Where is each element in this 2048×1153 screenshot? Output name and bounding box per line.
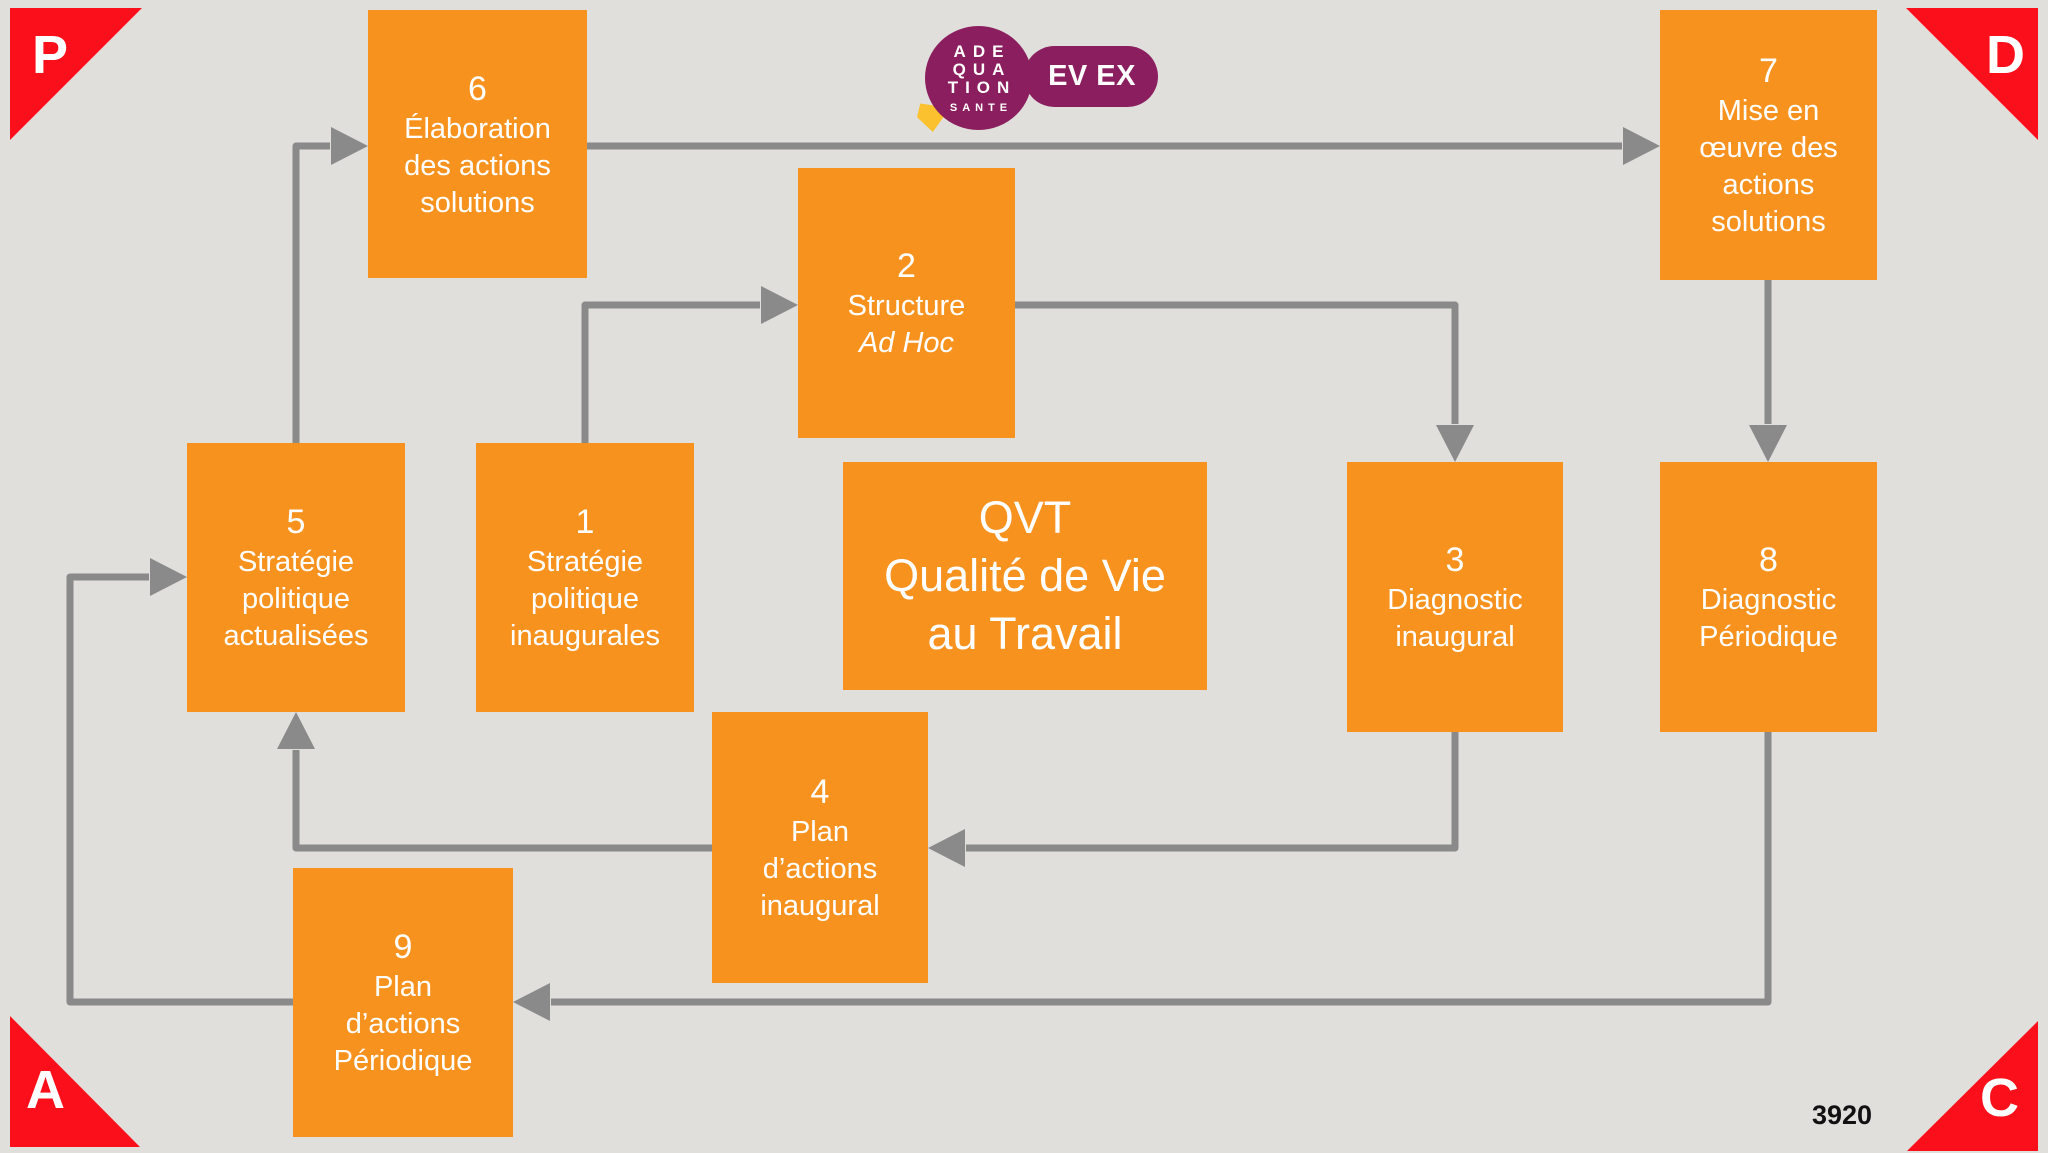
connector-7-to-8 [1749, 280, 1787, 462]
logo-line-2: QUA [952, 59, 1012, 79]
connector-4-to-5 [277, 712, 712, 852]
step-label-line: Périodique [333, 1045, 473, 1077]
step-label-line: d’actions [762, 853, 878, 885]
adequation-sante-logo: ADE QUA TION SANTE [925, 26, 1032, 130]
connector-2-to-3 [1015, 301, 1474, 462]
act-corner-letter: A [26, 1060, 65, 1120]
check-corner-triangle [1907, 1021, 2038, 1151]
do-corner-triangle [1906, 8, 2038, 140]
step-box-4: 4 Plan d’actions inaugural [712, 712, 928, 983]
qvt-line: QVT [978, 492, 1072, 543]
step-number: 9 [393, 928, 413, 966]
arrowhead-into-box6 [331, 127, 368, 165]
arrowhead-into-box8 [1749, 425, 1787, 462]
step-label-line: inaugural [1395, 621, 1515, 653]
step-label-line: Élaboration [404, 112, 551, 145]
step-label-line: solutions [1711, 206, 1826, 238]
logo-line-3: TION [947, 77, 1017, 97]
step-box-6: 6 Élaboration des actions solutions [368, 10, 587, 278]
step-box-9: 9 Plan d’actions Périodique [293, 868, 513, 1137]
logo-line-1: ADE [953, 41, 1011, 61]
step-label-line: politique [530, 583, 640, 615]
logo-evex-badge: EV EX [1024, 46, 1158, 107]
step-label-line: Structure [847, 290, 966, 322]
step-label-line: œuvre des [1699, 132, 1838, 164]
connector-8-to-9 [513, 732, 1772, 1021]
step-number: 3 [1445, 541, 1465, 579]
step-box-1: 1 Stratégie politique inaugurales [476, 443, 694, 712]
connector-6-to-7 [587, 127, 1660, 165]
step-label-line: Mise en [1717, 95, 1820, 127]
connector-1-to-2 [581, 286, 798, 443]
step-label-line: Plan [790, 816, 850, 848]
step-box-3: 3 Diagnostic inaugural [1347, 462, 1563, 732]
step-label-line: Ad Hoc [858, 327, 955, 359]
step-number: 5 [286, 503, 306, 541]
step-label-line: Plan [373, 971, 433, 1003]
qvt-center-box: QVT Qualité de Vie au Travail [843, 462, 1207, 690]
logo-badge-label: EV EX [1048, 60, 1136, 92]
step-number: 2 [897, 247, 916, 285]
step-label-line: actions [1722, 169, 1815, 201]
step-label-line: inaugurales [510, 620, 660, 652]
plan-corner-triangle [10, 8, 142, 140]
step-label-line: Périodique [1699, 621, 1838, 653]
plan-corner-letter: P [32, 25, 69, 85]
step-label-line: des actions [404, 149, 551, 182]
step-label-line: actualisées [223, 620, 369, 652]
arrowhead-into-box3 [1436, 425, 1474, 462]
step-label-line: Diagnostic [1700, 584, 1837, 616]
act-corner-triangle [10, 1016, 140, 1147]
step-label-line: d’actions [345, 1008, 461, 1040]
step-box-5: 5 Stratégie politique actualisées [187, 443, 405, 712]
do-corner-letter: D [1986, 25, 2025, 85]
step-label-line: Diagnostic [1387, 584, 1523, 616]
step-number: 6 [468, 69, 487, 108]
arrowhead-into-box9 [513, 983, 550, 1021]
qvt-line: au Travail [927, 608, 1123, 659]
arrowhead-into-box5-bottom [277, 712, 315, 749]
arrowhead-into-box2 [761, 286, 798, 324]
logo-subtitle: SANTE [949, 101, 1013, 114]
step-label-line: Stratégie [526, 546, 644, 578]
slide-code: 3920 [1812, 1100, 1873, 1130]
qvt-line: Qualité de Vie [884, 550, 1166, 601]
step-box-7: 7 Mise en œuvre des actions solutions [1660, 10, 1877, 280]
connector-3-to-4 [928, 732, 1459, 867]
step-box-8: 8 Diagnostic Périodique [1660, 462, 1877, 732]
arrowhead-into-box4 [928, 829, 965, 867]
arrowhead-into-box5-left [150, 558, 187, 596]
step-number: 4 [810, 773, 830, 811]
step-label-line: Stratégie [237, 546, 355, 578]
step-label-line: politique [241, 583, 351, 615]
step-number: 7 [1759, 52, 1778, 90]
connector-5-to-6 [292, 127, 368, 443]
arrowhead-into-box7 [1623, 127, 1660, 165]
step-number: 8 [1759, 541, 1778, 579]
step-label-line: inaugural [760, 890, 880, 922]
connector-9-to-5 [66, 558, 293, 1006]
step-number: 1 [575, 503, 595, 541]
check-corner-letter: C [1980, 1068, 2019, 1128]
step-box-2: 2 Structure Ad Hoc [798, 168, 1015, 438]
step-label-line: solutions [420, 186, 535, 219]
